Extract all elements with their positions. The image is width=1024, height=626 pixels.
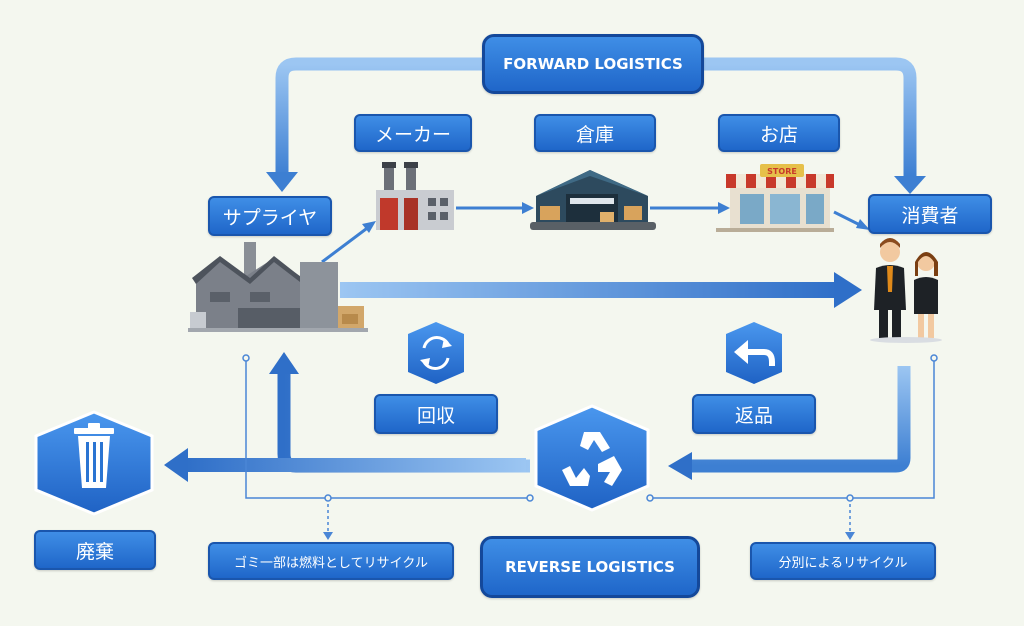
recycle-loop-icon (420, 336, 452, 370)
forward-logistics-title: FORWARD LOGISTICS (482, 34, 704, 94)
reverse-logistics-title: REVERSE LOGISTICS (480, 536, 700, 598)
collection-label: 回収 (374, 394, 498, 434)
consumer-label: 消費者 (868, 194, 992, 234)
arrow-down-to-consumer (894, 176, 926, 194)
disposal-hexagon (34, 410, 154, 516)
direct-flow-arrow (340, 272, 862, 308)
connector-dots (242, 354, 938, 502)
consumers-illustration (870, 238, 942, 343)
recycle-hexagon (534, 404, 650, 512)
recycle-icon (562, 432, 622, 486)
warehouse-illustration (530, 170, 656, 230)
supplier-label: サプライヤ (208, 196, 332, 236)
reverse-flows (164, 352, 911, 482)
fuel-recycle-note: ゴミ一部は燃料としてリサイクル (208, 542, 454, 580)
arrow-down-to-supplier (266, 172, 298, 192)
store-sign-text: STORE (767, 167, 797, 176)
collection-hexagon (408, 322, 464, 384)
warehouse-label: 倉庫 (534, 114, 656, 152)
manufacturer-illustration (376, 162, 454, 230)
arrow-tip-sorted (845, 532, 855, 540)
returns-hexagon (726, 322, 782, 384)
thin-connectors (245, 360, 935, 532)
sorted-recycle-note: 分別によるリサイクル (750, 542, 936, 580)
store-illustration (716, 164, 834, 232)
forward-chain-arrows (321, 202, 870, 264)
factory-illustration (188, 242, 368, 332)
returns-label: 返品 (692, 394, 816, 434)
disposal-label: 廃棄 (34, 530, 156, 570)
return-arrow-icon (734, 340, 775, 366)
arrow-tip-fuel (323, 532, 333, 540)
store-label: お店 (718, 114, 840, 152)
trash-bin-icon (74, 423, 114, 488)
manufacturer-label: メーカー (354, 114, 472, 152)
